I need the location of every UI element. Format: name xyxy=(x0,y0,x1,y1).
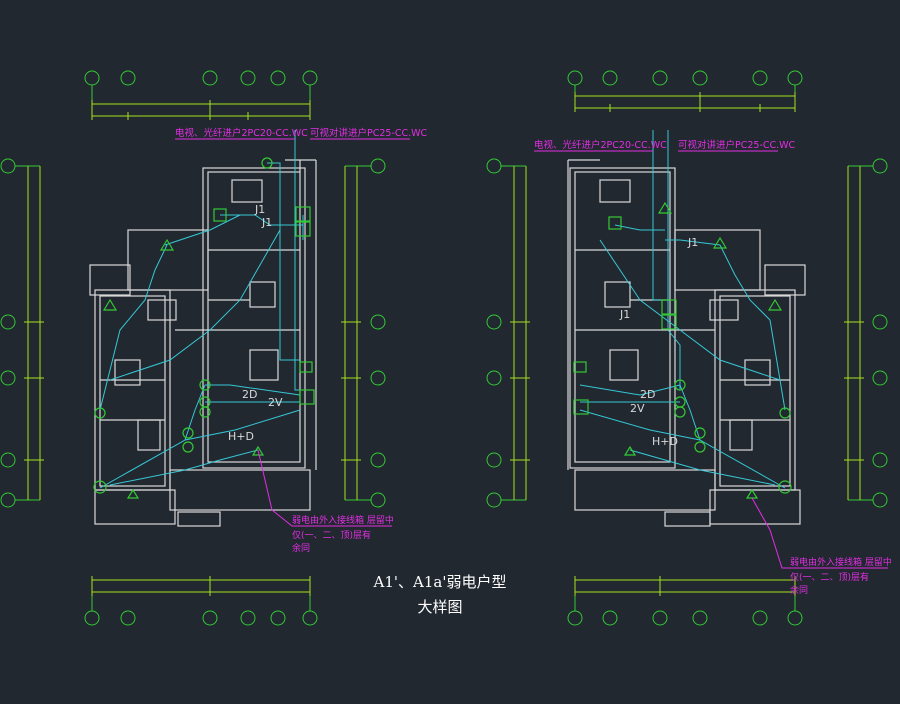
left-cable-label-3: 2D xyxy=(242,388,257,401)
right-floor-plan: J1 J1 2D 2V H+D 电视、光纤进户2PC20-CC.WC 可视对讲进… xyxy=(486,70,892,626)
left-device-symbols xyxy=(93,157,315,499)
right-leader-lines xyxy=(534,150,888,569)
left-callout: 弱电由外入接线箱 层留中 仅(一、二、顶)层有 余同 xyxy=(292,514,394,554)
right-conduit-note-b: 可视对讲进户PC25-CC.WC xyxy=(678,139,796,151)
left-floor-plan: J1 J1 2D 2V H+D 电视、光纤进户2PC20-CC.WC 可视对讲进… xyxy=(0,70,428,626)
left-cable-runs xyxy=(99,130,308,489)
left-conduit-note-b: 可视对讲进户PC25-CC.WC xyxy=(310,127,428,139)
right-dimension-lines xyxy=(510,92,864,596)
left-cable-label-1: J1 xyxy=(254,203,265,216)
right-callout-line-3: 余同 xyxy=(790,584,808,596)
drawing-title: A1'、A1a'弱电户型 xyxy=(373,573,507,591)
left-dimension-lines xyxy=(24,100,361,596)
right-device-symbols xyxy=(573,201,792,499)
right-cable-labels: J1 J1 2D 2V H+D xyxy=(619,236,698,448)
right-callout: 弱电由外入接线箱 层留中 仅(一、二、顶)层有 余同 xyxy=(790,556,892,596)
right-callout-line-2: 仅(一、二、顶)层有 xyxy=(790,571,869,583)
left-leader-lines xyxy=(175,138,410,527)
right-callout-line-1: 弱电由外入接线箱 层留中 xyxy=(790,556,892,568)
left-cable-labels: J1 J1 2D 2V H+D xyxy=(228,203,283,443)
right-conduit-note-a: 电视、光纤进户2PC20-CC.WC xyxy=(534,139,667,151)
right-cable-runs xyxy=(579,130,786,489)
left-callout-line-1: 弱电由外入接线箱 层留中 xyxy=(292,514,394,526)
left-axis-grid xyxy=(0,70,386,626)
right-conduit-notes: 电视、光纤进户2PC20-CC.WC 可视对讲进户PC25-CC.WC xyxy=(534,139,796,151)
right-axis-grid xyxy=(486,70,888,626)
right-walls xyxy=(567,159,806,527)
left-cable-label-5: H+D xyxy=(228,430,254,443)
left-cable-label-2: J1 xyxy=(261,216,272,229)
left-walls xyxy=(89,159,317,527)
left-cable-label-4: 2V xyxy=(268,396,283,409)
drawing-subtitle: 大样图 xyxy=(417,598,463,616)
right-cable-label-1: J1 xyxy=(687,236,698,249)
right-cable-label-3: 2D xyxy=(640,388,655,401)
left-conduit-notes: 电视、光纤进户2PC20-CC.WC 可视对讲进户PC25-CC.WC xyxy=(175,127,428,139)
right-cable-label-2: J1 xyxy=(619,308,630,321)
left-callout-line-2: 仅(一、二、顶)层有 xyxy=(292,529,371,541)
right-cable-label-5: H+D xyxy=(652,435,678,448)
left-callout-line-3: 余同 xyxy=(292,542,310,554)
right-cable-label-4: 2V xyxy=(630,402,645,415)
left-conduit-note-a: 电视、光纤进户2PC20-CC.WC xyxy=(175,127,308,139)
